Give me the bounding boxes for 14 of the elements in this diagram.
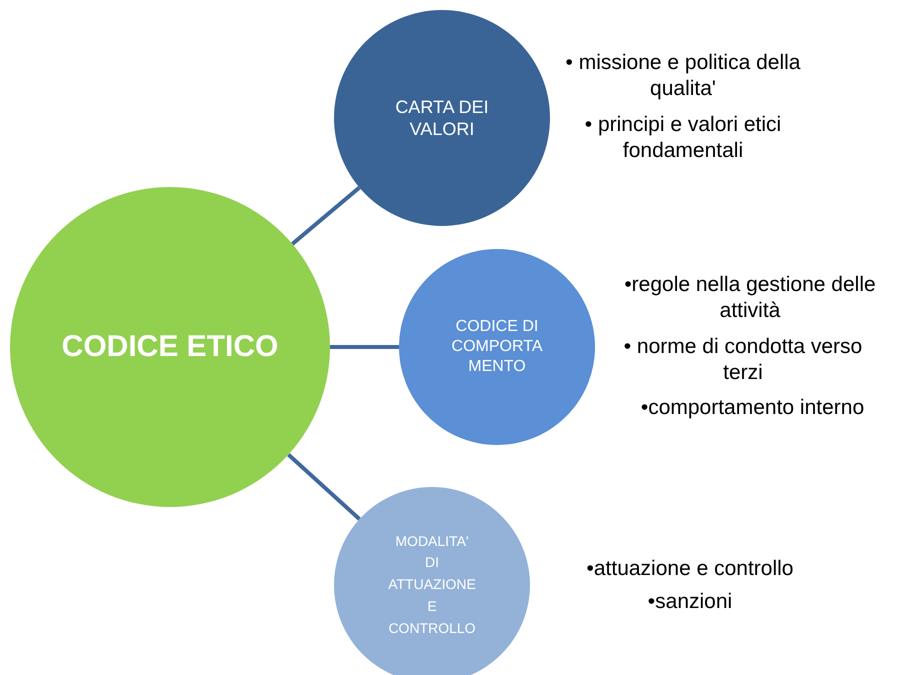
connector-line [287, 453, 361, 521]
node-label: CODICE ETICO [60, 329, 280, 366]
bullet-text: •sanzioni [646, 589, 734, 615]
node-label: CODICE DI COMPORTA MENTO [450, 317, 544, 377]
bullet-text: •regole nella gestione delle attività [623, 272, 877, 324]
node-label: CARTA DEI VALORI [394, 96, 490, 140]
node-label: MODALITA' DI ATTUAZIONE E CONTROLLO [388, 532, 476, 638]
connector-line [330, 345, 399, 349]
bullet-text: •attuazione e controllo [586, 556, 794, 582]
bullet-text: • missione e politica della qualita' [564, 50, 802, 102]
bullet-text: • principi e valori etici fondamentali [584, 112, 782, 164]
connector-line [291, 186, 361, 246]
bullet-text: •comportamento interno [640, 395, 866, 421]
bullet-text: • norme di condotta verso terzi [622, 334, 864, 386]
